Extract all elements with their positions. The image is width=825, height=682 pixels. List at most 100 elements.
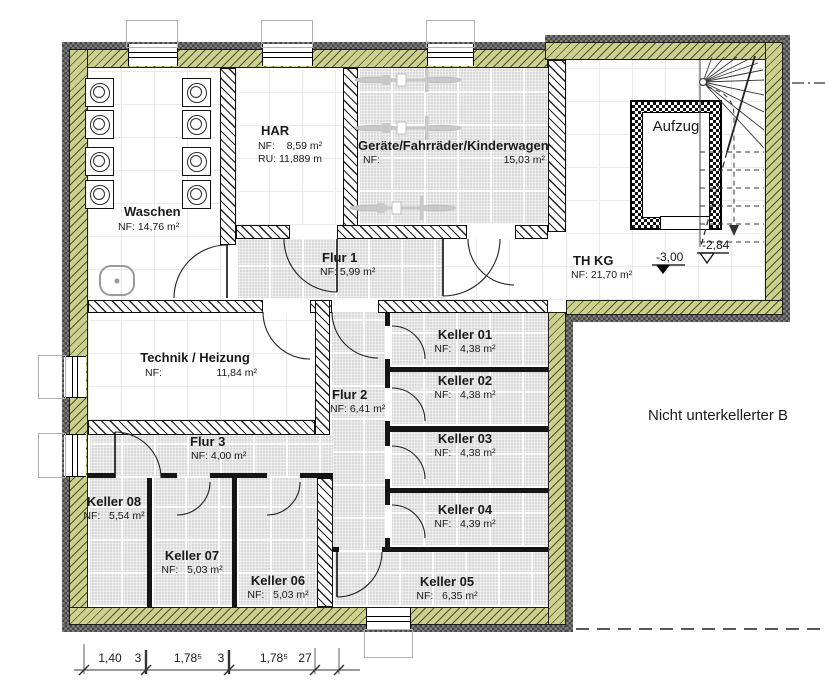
door-arc [283, 238, 338, 293]
window [427, 44, 474, 66]
room-area-geraete: NF: 15,03 m² [363, 154, 545, 166]
room-perimeter-har: RU: 11,889 m [258, 153, 322, 165]
level-markers [652, 252, 729, 274]
door-arc [266, 481, 301, 516]
room-technik-floor [88, 315, 315, 420]
light-well [38, 433, 66, 478]
wall-flur1-top [337, 225, 467, 239]
exterior-wall-outer [62, 42, 69, 632]
room-label-waschen: Waschen [124, 204, 181, 219]
door-arc [173, 244, 228, 299]
exterior-wall-masonry [765, 42, 783, 315]
nf-value: 15,03 m² [503, 154, 545, 166]
dimension-chain [74, 644, 360, 676]
room-area-keller07: NF: 5,03 m² [161, 564, 223, 576]
wall-keller-top [378, 300, 548, 313]
wall-technik-bottom [88, 420, 315, 435]
partition-k02-k03 [390, 426, 548, 432]
bicycle-icon [349, 196, 457, 220]
room-thkg-passage-floor [443, 239, 573, 300]
room-label-keller08: Keller 08 [86, 494, 142, 509]
room-flur2-floor [330, 312, 385, 552]
door-leaves [114, 239, 444, 597]
exterior-wall-masonry [566, 300, 783, 315]
room-keller08-floor [88, 478, 147, 607]
bicycle-icon [354, 116, 462, 140]
wall-geraete-thkg [548, 60, 566, 232]
washing-machine-icon [85, 180, 114, 209]
washing-machine-icon [182, 78, 211, 107]
door-arc [262, 311, 311, 360]
wall-waschen-har [220, 68, 236, 245]
room-label-har: HAR [261, 123, 290, 138]
partition-k01-k02 [390, 367, 548, 372]
partition-k03-k04 [390, 488, 548, 493]
dimension-value: 27 [298, 651, 312, 665]
level-value-floor: -3,00 [656, 250, 684, 264]
washing-machine-icon [85, 147, 114, 176]
partition-flur3-row [210, 473, 267, 478]
door-arc [336, 551, 383, 598]
wall-flur1-bottom [88, 300, 263, 313]
level-marker-open [698, 252, 716, 265]
door-arc [391, 387, 426, 422]
door-arc [391, 504, 426, 539]
wall-keller06-right [317, 478, 333, 607]
door-arc [442, 238, 501, 297]
room-keller05-floor [333, 552, 548, 607]
room-har-floor [236, 68, 343, 225]
partition-flur2-keller [385, 312, 390, 326]
room-label-technik: Technik / Heizung [140, 350, 250, 365]
wall-har-geraete [343, 68, 358, 232]
exterior-wall-outer [545, 35, 790, 42]
dimension-value: 3 [217, 651, 225, 665]
room-keller07-floor [152, 478, 232, 607]
nf-label: NF: [145, 367, 162, 379]
window [262, 44, 313, 66]
dimension-value: 1,78⁵ [259, 651, 289, 665]
light-well [38, 355, 66, 399]
bicycle-icons [349, 68, 462, 220]
level-value-landing: -2,84 [702, 238, 730, 252]
room-label-flur3: Flur 3 [190, 434, 226, 449]
room-area-keller02: NF: 4,38 m² [434, 389, 496, 401]
room-area-waschen: NF: 14,76 m² [118, 221, 180, 233]
exterior-wall-masonry [69, 607, 566, 625]
room-area-keller04: NF: 4,39 m² [434, 518, 496, 530]
dimension-value: 1,78⁵ [173, 651, 203, 665]
room-label-keller05: Keller 05 [419, 574, 475, 589]
partition-flur3-row [161, 473, 177, 478]
exterior-wall-masonry [548, 312, 566, 625]
door-arc [391, 325, 426, 360]
room-label-geraete: Geräte/Fahrräder/Kinderwagen [358, 138, 549, 153]
washing-machine-icon [182, 110, 211, 139]
washing-machine-icon [85, 78, 114, 107]
window [128, 44, 178, 66]
door-arc [176, 481, 211, 516]
room-area-keller01: NF: 4,38 m² [434, 343, 496, 355]
room-label-flur1: Flur 1 [322, 250, 358, 265]
exterior-wall-outer [566, 312, 573, 632]
room-keller04-floor [390, 493, 548, 547]
room-area-flur3: NF: 4,00 m² [191, 450, 247, 462]
window [366, 608, 411, 630]
washing-machine-icon [182, 180, 211, 209]
partition-k07-k06 [232, 478, 237, 607]
room-flur1-floor [236, 239, 443, 300]
room-keller03-floor [390, 432, 548, 488]
room-label-keller02: Keller 02 [437, 373, 493, 388]
exterior-wall-masonry [545, 42, 783, 60]
room-area-flur2: NF: 6,41 m² [330, 403, 386, 415]
room-area-technik: NF: 11,84 m² [145, 367, 257, 379]
partition-k05-stub [333, 547, 339, 552]
room-label-keller01: Keller 01 [437, 327, 493, 342]
partition-k04-k05 [382, 547, 548, 552]
no-basement-annotation: Nicht unterkellerter B [648, 407, 789, 424]
room-thkg-floor [566, 60, 765, 300]
exterior-wall-masonry [69, 49, 88, 625]
room-area-flur1: NF: 5,99 m² [320, 266, 376, 278]
window [64, 356, 86, 398]
door-arc [467, 238, 515, 286]
elevator-door-opening [660, 216, 710, 230]
